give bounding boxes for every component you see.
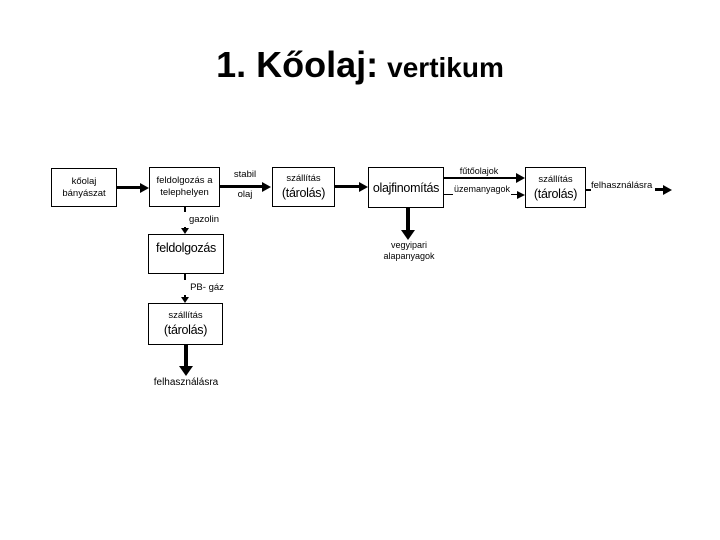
arrow-down-head-icon	[178, 366, 193, 376]
arrow-right-icon	[335, 185, 360, 188]
usage-label-top: felhasználásra	[591, 180, 653, 191]
transport-storage-box-1: szállítás (tárolás)	[272, 167, 335, 207]
title-sub: vertikum	[387, 52, 504, 83]
arrow-right-head-icon	[140, 182, 149, 193]
refinery-box: olajfinomítás	[368, 167, 444, 208]
transport3-line2: (tárolás)	[163, 323, 208, 337]
transport2-line1: szállítás	[538, 173, 573, 185]
motor-fuel-label: üzemanyagok	[453, 183, 511, 196]
connector-dash	[586, 189, 591, 191]
gazolin-label: gazolin	[180, 212, 228, 227]
arrow-right-head-icon	[516, 173, 525, 183]
chemical-feedstock-label: vegyipari alapanyagok	[367, 240, 451, 262]
arrow-right-head-icon	[517, 190, 525, 199]
olaj-label: olaj	[237, 189, 253, 200]
transport1-line1: szállítás	[286, 173, 321, 184]
arrow-down-head-icon	[180, 228, 189, 234]
transport-storage-box-3: szállítás (tárolás)	[148, 303, 223, 345]
mining-box-line1: kőolaj	[71, 175, 97, 187]
mining-box-line2: bányászat	[62, 187, 106, 199]
site-processing-box: feldolgozás a telephelyen	[149, 167, 220, 207]
gas-processing-label: feldolgozás	[156, 241, 216, 255]
site-processing-line1: feldolgozás a	[156, 175, 213, 186]
refinery-label: olajfinomítás	[372, 180, 440, 195]
arrow-down-head-icon	[180, 297, 189, 303]
arrow-right-icon	[655, 188, 664, 191]
title-main: 1. Kőolaj:	[216, 44, 379, 85]
arrow-right-icon	[220, 185, 264, 188]
chemical-feedstock-line1: vegyipari	[390, 240, 428, 250]
arrow-down-head-icon	[400, 230, 415, 240]
transport-storage-box-2: szállítás (tárolás)	[525, 167, 586, 208]
arrow-down-icon	[184, 345, 188, 367]
arrow-down-icon	[406, 208, 410, 231]
transport1-line2: (tárolás)	[281, 186, 326, 200]
site-processing-line2: telephelyen	[160, 187, 209, 198]
arrow-right-head-icon	[359, 181, 368, 192]
stabil-label: stabil	[233, 169, 257, 180]
mining-box: kőolaj bányászat	[51, 168, 117, 207]
gas-processing-box: feldolgozás	[148, 234, 224, 274]
fuel-oil-label: fűtőolajok	[459, 166, 499, 176]
arrow-right-icon	[117, 186, 142, 189]
chemical-feedstock-line2: alapanyagok	[383, 251, 435, 261]
arrow-right-head-icon	[663, 184, 672, 195]
pb-gas-label: PB- gáz	[182, 280, 232, 295]
slide-title: 1. Kőolaj: vertikum	[0, 44, 720, 86]
arrow-right-head-icon	[262, 181, 271, 192]
transport3-line1: szállítás	[168, 310, 203, 321]
usage-label-bottom: felhasználásra	[153, 377, 219, 388]
transport2-line2: (tárolás)	[533, 186, 578, 201]
arrow-right-icon	[444, 176, 518, 179]
